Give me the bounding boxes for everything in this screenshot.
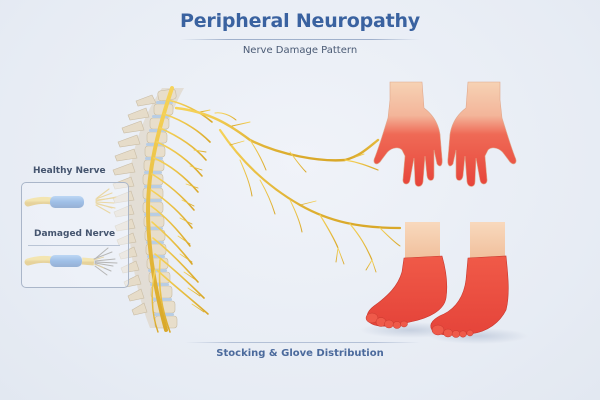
feet-illustration: [360, 222, 528, 344]
legend-divider: [28, 245, 120, 246]
title-divider: [180, 39, 420, 40]
right-foot: [430, 222, 509, 338]
hands-illustration: [373, 81, 517, 187]
nerve-comparison-box: [21, 182, 129, 288]
page-subtitle: Nerve Damage Pattern: [242, 45, 358, 56]
left-hand: [373, 81, 443, 187]
page-title: Peripheral Neuropathy: [180, 10, 420, 32]
damaged-nerve-label: Damaged Nerve: [34, 229, 116, 239]
nerve-network: [145, 86, 402, 333]
distribution-caption: Stocking & Glove Distribution: [216, 348, 384, 359]
caption-divider: [185, 342, 420, 343]
right-hand: [447, 81, 517, 187]
healthy-nerve-label: Healthy Nerve: [33, 166, 106, 176]
left-foot: [365, 222, 448, 329]
